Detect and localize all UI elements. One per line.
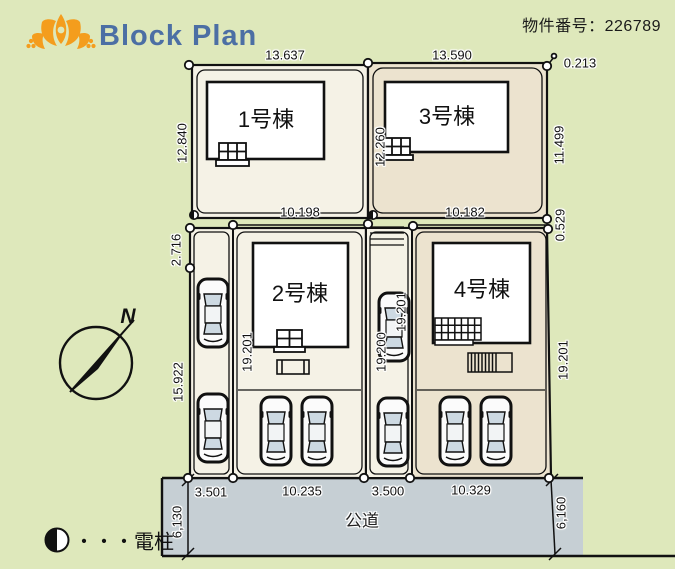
road-area — [160, 476, 675, 558]
compass-north-label: N — [120, 305, 136, 328]
dim-lot1-bottom: 10.198 — [280, 204, 320, 220]
dim-lot4-right: 19.201 — [555, 340, 571, 380]
building-3-label: 3号棟 — [418, 104, 476, 129]
building-1-porch-icon — [215, 142, 250, 167]
lotus-logo — [26, 14, 96, 49]
building-2-porch-icon — [273, 329, 306, 353]
car-icon — [258, 395, 294, 467]
dim-lot2-depth: 19.201 — [239, 332, 255, 372]
building-2 — [251, 241, 350, 375]
property-number: 物件番号：226789 — [522, 18, 661, 35]
building-4-balcony-icon — [434, 317, 482, 346]
car-icon — [299, 395, 335, 467]
building-1 — [205, 80, 326, 167]
driveway-steps-hatch — [370, 226, 404, 246]
power-pole-markers — [189, 210, 378, 221]
dim-lot2-left-lower: 15.922 — [170, 362, 186, 402]
dim-driveway-left: 19.200 — [373, 332, 389, 372]
power-pole-legend-icon — [44, 527, 70, 553]
dim-lot3-right: 11.499 — [551, 125, 567, 165]
car-icon — [195, 392, 231, 464]
car-icon — [437, 395, 473, 467]
building-1-label: 1号棟 — [237, 107, 295, 132]
dim-lot1-top: 13.637 — [265, 47, 305, 63]
dim-lot2-left-upper: 2.716 — [168, 233, 184, 267]
building-4 — [431, 241, 532, 373]
car-icon — [478, 395, 514, 467]
dim-offset-top: 0.213 — [563, 55, 597, 71]
dim-lot3-top: 13.590 — [432, 47, 472, 63]
dim-lot3-left: 12.260 — [372, 127, 388, 167]
building-4-label: 4号棟 — [453, 277, 511, 302]
brand-title: Block Plan — [99, 20, 258, 52]
dim-offset-right: 0.529 — [552, 208, 568, 242]
building-3 — [379, 80, 510, 161]
survey-markers — [182, 52, 558, 484]
compass-north-icon — [58, 319, 135, 401]
building-2-entrance-steps — [276, 359, 310, 375]
dim-frontage-2: 10.235 — [282, 483, 322, 499]
dim-frontage-4: 10.329 — [451, 482, 491, 498]
dim-driveway-right: 19.201 — [393, 292, 409, 332]
building-4-entrance-steps — [467, 352, 513, 373]
car-icon — [375, 396, 411, 468]
dim-frontage-1: 3.501 — [194, 484, 228, 500]
dim-road-width-right: 6,160 — [553, 496, 569, 530]
legend-label: ・・・電柱 — [74, 531, 174, 554]
building-2-label: 2号棟 — [271, 281, 329, 306]
building-3-porch-icon — [379, 137, 414, 161]
dim-lot1-left: 12.840 — [174, 123, 190, 163]
dim-lot3-bottom: 10.182 — [445, 204, 485, 220]
dim-frontage-3: 3.500 — [371, 483, 405, 499]
dimension-lines — [181, 56, 562, 561]
road-label: 公道 — [345, 511, 379, 531]
car-icon — [195, 277, 231, 349]
